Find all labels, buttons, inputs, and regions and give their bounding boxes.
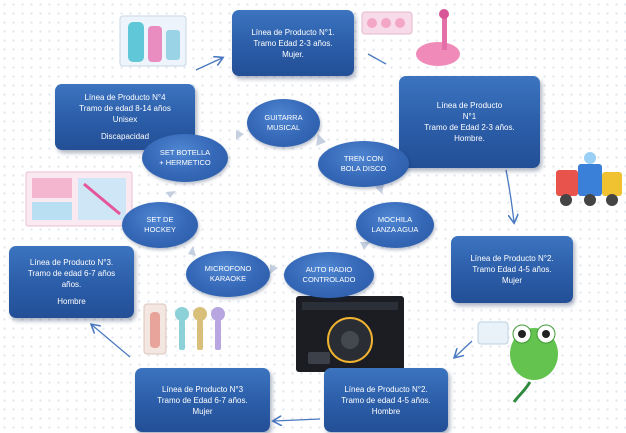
cycle-node-backpack: MOCHILA LANZA AGUA — [356, 202, 434, 248]
node-line: KARAOKE — [209, 274, 247, 283]
box-line: Tramo de edad 8-14 años — [79, 104, 171, 113]
box-line: Línea de Producto — [436, 101, 503, 110]
node-line: LANZA AGUA — [371, 225, 419, 234]
box-line: Línea de Producto N°2. — [470, 254, 554, 263]
box-line: Tramo de Edad 6-7 años. — [157, 395, 248, 405]
cycle-node-hockey: SET DE HOCKEY — [122, 202, 198, 248]
box-line: Unisex — [112, 115, 138, 124]
product-image-hockey-set — [25, 171, 133, 227]
arrow-b7-to-b1 — [195, 58, 222, 71]
cycle-node-train: TREN CON BOLA DISCO — [318, 141, 409, 187]
product-image-rc-car — [296, 296, 404, 372]
box-line: Línea de Producto N°2. — [344, 384, 428, 394]
node-line: HOCKEY — [144, 225, 176, 234]
arrow-b2-to-b3 — [505, 169, 514, 222]
node-line: BOLA DISCO — [340, 164, 387, 173]
box-line: Línea de Producto N°3 — [161, 384, 244, 394]
cycle-arrow — [270, 264, 278, 274]
node-line: GUITARRA — [264, 113, 303, 122]
node-line: AUTO RADIO — [305, 265, 353, 274]
product-image-frog-backpack — [477, 321, 558, 403]
cycle-node-rc-car: AUTO RADIO CONTROLADO — [284, 252, 374, 298]
product-line-1-female-box: Línea de Producto N°1. Tramo Edad 2-3 añ… — [232, 10, 354, 76]
node-line: MUSICAL — [266, 123, 301, 132]
box-line: Tramo de edad 6-7 años — [27, 269, 116, 278]
cycle-node-microphone: MICROFONO KARAOKE — [186, 251, 270, 297]
box-line: Mujer — [501, 276, 522, 285]
arrow-b4-to-b5 — [274, 419, 321, 421]
arrow-b1-to-b2 — [367, 53, 387, 65]
box-line: años. — [61, 280, 82, 289]
box-line: Tramo de edad 4-5 años. — [341, 395, 431, 405]
cycle-arrow — [236, 130, 244, 140]
arrow-b5-to-b6 — [92, 325, 131, 358]
node-line: MOCHILA — [377, 215, 413, 224]
node-line: MICROFONO — [204, 264, 252, 273]
cycle-arrow — [360, 242, 370, 250]
node-line: SET DE — [146, 215, 174, 224]
cycle-arrow — [166, 191, 176, 198]
node-line: TREN CON — [343, 154, 384, 163]
cycle-node-guitar: GUITARRA MUSICAL — [247, 99, 320, 147]
product-image-guitar — [361, 9, 460, 66]
box-line: Hombre. — [454, 134, 485, 143]
box-line: Hombre — [371, 406, 401, 416]
cycle-node-bottle: SET BOTELLA + HERMETICO — [142, 134, 228, 182]
box-line: Discapacidad — [100, 132, 150, 141]
product-image-water-bottle — [119, 15, 187, 67]
box-line: Hombre — [57, 297, 86, 306]
product-line-2-female-box: Línea de Producto N°2. Tramo Edad 4-5 añ… — [451, 236, 573, 303]
box-line: Línea de Producto N°1. — [251, 27, 335, 37]
node-line: CONTROLADO — [302, 275, 356, 284]
product-line-1-male-box: Línea de Producto N°1 Tramo de Edad 2-3 … — [399, 76, 540, 168]
node-line: + HERMETICO — [159, 158, 211, 167]
cycle-arrow — [316, 134, 326, 146]
product-image-microphone — [143, 303, 225, 355]
box-line: Mujer. — [282, 49, 304, 59]
cycle-arrow — [188, 246, 196, 256]
product-line-2-male-box: Línea de Producto N°2. Tramo de edad 4-5… — [324, 368, 448, 432]
product-line-3-female-box: Línea de Producto N°3 Tramo de Edad 6-7 … — [135, 368, 270, 432]
arrow-b3-to-b4 — [455, 340, 473, 357]
box-line: Tramo Edad 4-5 años. — [472, 265, 552, 274]
box-line: N°1 — [462, 112, 477, 121]
node-line: SET BOTELLA — [159, 148, 211, 157]
box-line: Tramo de Edad 2-3 años. — [424, 123, 515, 132]
product-line-3-male-box: Línea de Producto N°3. Tramo de edad 6-7… — [9, 246, 134, 318]
box-line: Línea de Producto N°3. — [29, 258, 114, 267]
box-line: Mujer — [192, 406, 213, 416]
box-line: Tramo Edad 2-3 años. — [253, 38, 333, 48]
product-image-train — [556, 152, 622, 206]
cycle-arrow — [375, 184, 384, 194]
box-line: Línea de Producto N°4 — [84, 93, 166, 102]
